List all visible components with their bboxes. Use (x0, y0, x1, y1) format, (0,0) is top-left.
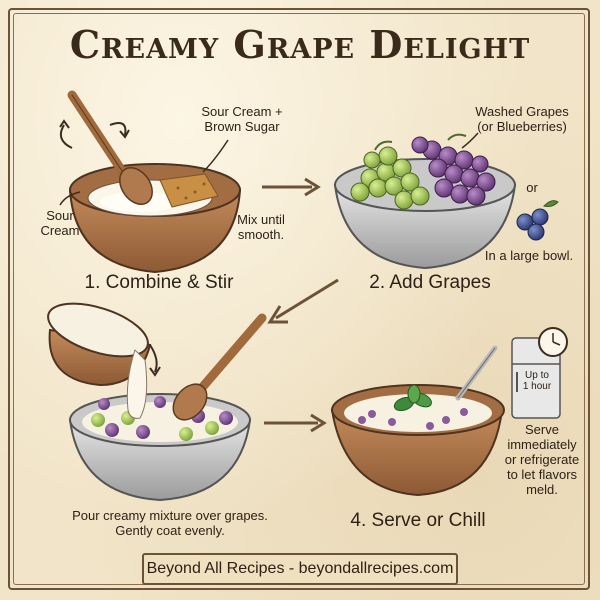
step1-bowl (68, 163, 242, 274)
outer-border (8, 8, 590, 590)
blueberries-icon (516, 200, 559, 241)
sour-cream-brown-sugar-note: Sour Cream + Brown Sugar (201, 104, 283, 134)
pouring-bowl (47, 302, 161, 419)
sour-cream-pointer (59, 191, 81, 206)
serve-note: Serve immediately or refrigerate to let … (504, 422, 580, 497)
sour-cream-note: Sour Cream (40, 208, 80, 238)
mix-until-smooth-note: Mix until smooth. (237, 212, 285, 242)
fridge-duration-label: Up to 1 hour (522, 370, 552, 392)
stir-arrow-left (59, 124, 73, 149)
step3-bowl (68, 393, 252, 502)
step1-spoon (67, 90, 153, 205)
purple-grapes (411, 136, 496, 206)
fridge-icon (511, 337, 561, 419)
or-note: or (526, 180, 538, 195)
arrow-step3-to-step4 (264, 413, 327, 433)
page-title: Creamy Grape Delight (69, 22, 531, 67)
step4-spoon (455, 345, 498, 401)
green-grapes (350, 146, 430, 210)
arrow-step1-to-step2 (262, 177, 321, 197)
footer-credit: Beyond All Recipes - beyondallrecipes.co… (142, 553, 458, 585)
step2-label: 2. Add Grapes (369, 272, 491, 293)
clock-icon (538, 327, 568, 357)
large-bowl-note: In a large bowl. (484, 248, 574, 263)
step3-caption: Pour creamy mixture over grapes. Gently … (72, 508, 268, 538)
grape-stem (374, 140, 393, 151)
washed-grapes-note: Washed Grapes (or Blueberries) (475, 104, 569, 134)
stir-arrow-right (109, 122, 127, 136)
cream-pour (126, 349, 148, 419)
grapes-pointer (461, 132, 479, 149)
mint-leaves-icon (393, 384, 432, 412)
arrow-step2-to-step3 (267, 278, 339, 324)
step4-label: 4. Serve or Chill (350, 510, 486, 531)
step1-label: 1. Combine & Stir (84, 272, 234, 293)
step3-spoon (172, 313, 267, 421)
topping-pointer (202, 139, 229, 173)
